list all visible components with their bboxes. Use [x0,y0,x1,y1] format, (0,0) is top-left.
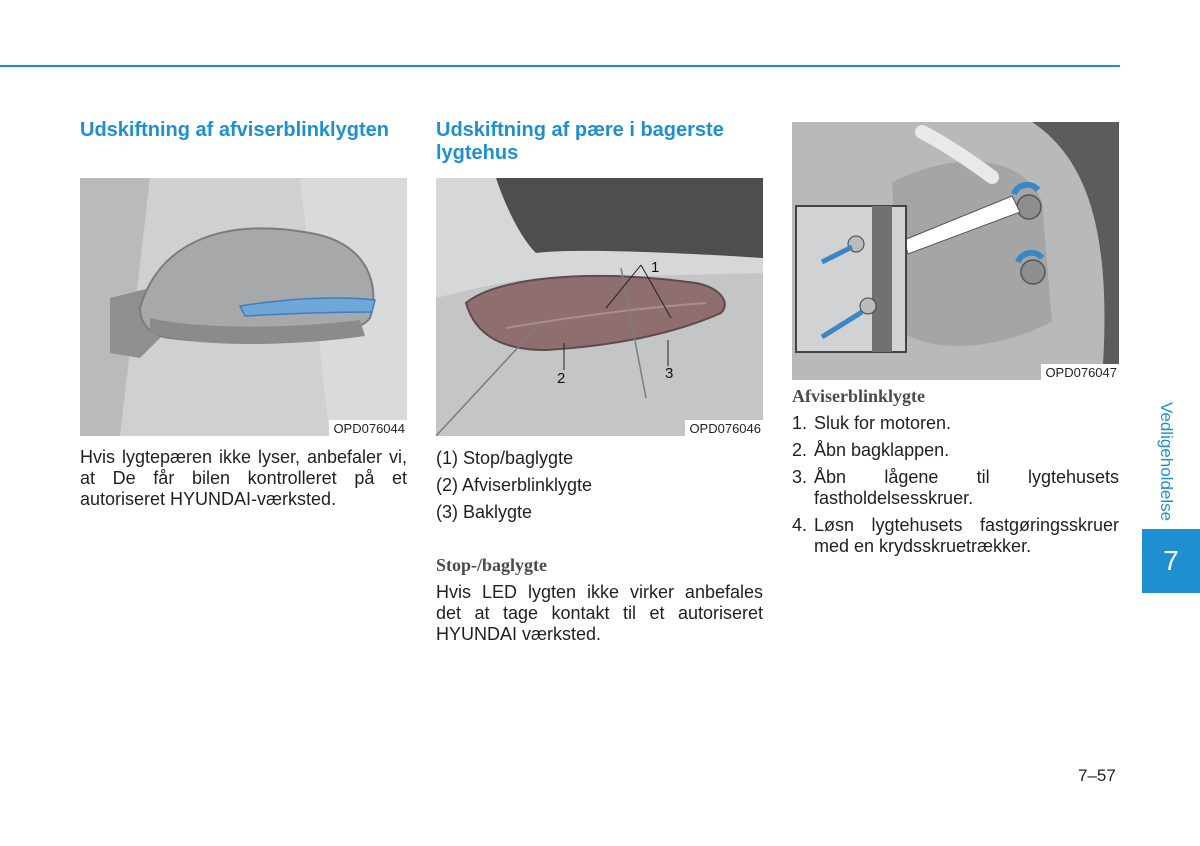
figure-code: OPD076044 [329,420,407,436]
step-number: 1. [792,413,808,433]
step-item: 2. Åbn bagklappen. [792,440,1119,461]
subheading-turn-signal: Afviserblinklygte [792,386,925,406]
list-item: (1) Stop/baglygte [436,448,574,468]
stop-tail-text: Hvis LED lygten ikke virker anbefales de… [436,582,763,644]
list-item: (2) Afviserblinklygte [436,475,593,495]
figure-rear-lamp: 1 2 3 OPD076046 [436,178,763,436]
rear-lamp-illustration: 1 2 3 [436,178,763,436]
mirror-illustration [80,178,407,436]
step-text: Løsn lygtehusets fastgøringsskruer med e… [814,515,1119,556]
step-number: 3. [792,467,808,487]
chapter-number-tab: 7 [1142,529,1200,593]
callout-1: 1 [651,259,659,276]
step-text: Åbn lågene til lygtehusets fastholdelses… [814,467,1119,508]
figure-mirror-indicator: OPD076044 [80,178,407,436]
top-rule [0,65,1120,67]
chapter-tab-label: Vedligeholdelse [1157,402,1176,522]
callout-3: 3 [665,365,673,382]
step-text: Sluk for motoren. [814,413,952,433]
turn-signal-steps: 1. Sluk for motoren. 2. Åbn bagklappen. … [792,413,1119,563]
heading-rear-lamp: Udskiftning af pære i bagerste lygtehus [436,119,724,164]
step-item: 1. Sluk for motoren. [792,413,1119,434]
list-item: (3) Baklygte [436,502,533,522]
figure-code: OPD076046 [685,420,763,436]
step-item: 3. Åbn lågene til lygtehusets fastholdel… [792,467,1119,509]
callout-2: 2 [557,370,565,387]
heading-mirror-indicator: Udskiftning af afviserblinklygten [80,119,389,141]
page-number: 7–57 [1078,766,1116,785]
lamp-component-list: (1) Stop/baglygte (2) Afviserblinklygte … [436,448,763,529]
step-text: Åbn bagklappen. [814,440,950,460]
step-number: 2. [792,440,808,460]
step-item: 4. Løsn lygtehusets fastgøringsskruer me… [792,515,1119,557]
mirror-indicator-text: Hvis lygtepæren ikke lyser, anbefaler vi… [80,447,407,509]
figure-turn-signal-screws: OPD076047 [792,122,1119,380]
tailgate-screws-illustration [792,122,1119,380]
subheading-stop-tail: Stop-/baglygte [436,555,548,575]
step-number: 4. [792,515,808,535]
figure-code: OPD076047 [1041,364,1119,380]
